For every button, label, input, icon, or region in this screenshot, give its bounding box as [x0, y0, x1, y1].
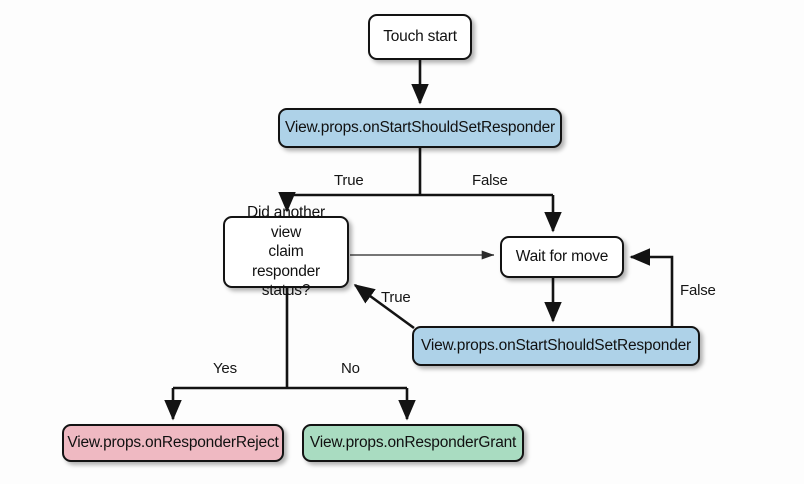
node-start-should-set-responder-1[interactable]: View.props.onStartShouldSetResponder — [278, 108, 562, 148]
node-responder-reject[interactable]: View.props.onResponderReject — [62, 424, 284, 462]
edge-label-true-top: True — [334, 172, 364, 189]
node-responder-grant[interactable]: View.props.onResponderGrant — [302, 424, 524, 462]
node-touch-start-label: Touch start — [383, 27, 457, 45]
node-decision-line-1: Did another view — [247, 204, 325, 241]
edge-label-false-top: False — [472, 172, 508, 189]
node-decision-line-2: claim responder — [252, 243, 320, 280]
node-decision-claim-responder-status[interactable]: Did another view claim responder status? — [223, 204, 349, 299]
edge-false-loop-to-wait — [629, 248, 674, 326]
edge-label-no: No — [341, 360, 360, 377]
node-responder-grant-label: View.props.onResponderGrant — [309, 433, 517, 451]
node-decision-line-3: status? — [261, 282, 311, 300]
node-start-should-set-responder-1-label: View.props.onStartShouldSetResponder — [285, 118, 555, 136]
node-wait-for-move[interactable]: Wait for move — [500, 236, 624, 278]
node-decision-label: Did another view claim responder status? — [225, 203, 347, 301]
edge-label-true-loop: True — [381, 289, 411, 306]
node-responder-reject-label: View.props.onResponderReject — [67, 433, 279, 451]
node-wait-for-move-label: Wait for move — [515, 247, 609, 265]
node-start-should-set-responder-2-label: View.props.onStartShouldSetResponder — [421, 336, 691, 354]
edge-label-false-loop: False — [680, 282, 716, 299]
node-start-should-set-responder-2[interactable]: View.props.onStartShouldSetResponder — [412, 326, 700, 366]
node-touch-start[interactable]: Touch start — [368, 14, 472, 60]
edge-true-loop-to-decision — [353, 283, 415, 330]
edge-label-yes: Yes — [213, 360, 237, 377]
